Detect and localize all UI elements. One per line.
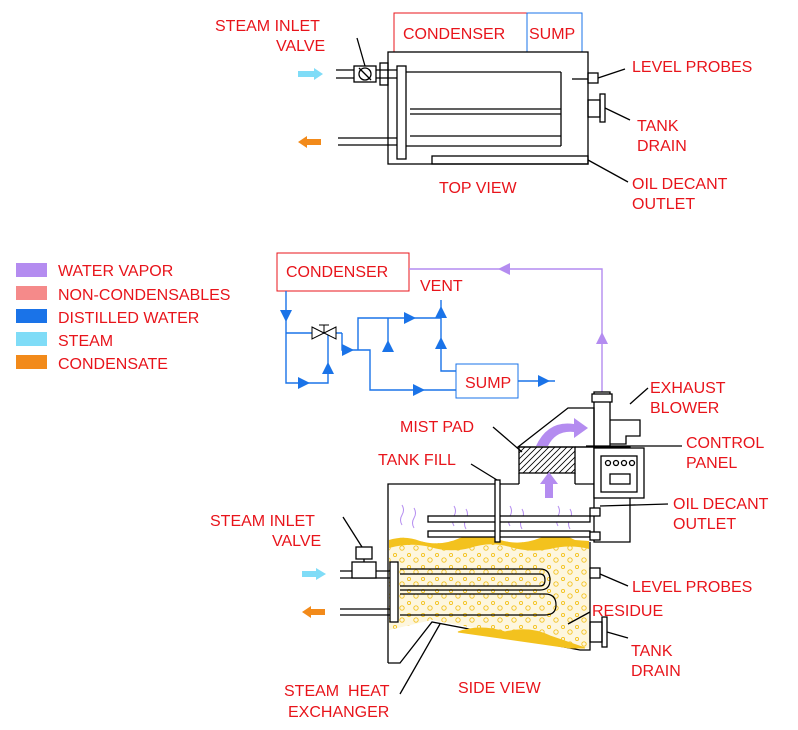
dw-arrow-5-icon bbox=[382, 340, 394, 352]
dw-arrow-4-icon bbox=[342, 344, 354, 356]
vapor-arrow-up-icon bbox=[596, 332, 608, 344]
side-view-title: SIDE VIEW bbox=[458, 680, 542, 697]
top-steam-arrow-icon bbox=[298, 68, 323, 80]
control-knob-4-icon bbox=[628, 459, 636, 467]
side-oil-decant-label-1: OIL DECANT bbox=[673, 496, 769, 513]
dw-arrow-1-icon bbox=[280, 310, 292, 322]
side-oil-decant-label-2: OUTLET bbox=[673, 516, 736, 533]
top-steam-inlet-label-2: VALVE bbox=[276, 38, 325, 55]
flow-condenser-box bbox=[276, 252, 410, 292]
dw-arrow-8-icon bbox=[435, 337, 447, 349]
flow-condenser-label: CONDENSER bbox=[286, 264, 388, 281]
side-exhaust-label-2: BLOWER bbox=[650, 400, 719, 417]
side-tank-drain-label-1: TANK bbox=[631, 643, 673, 660]
legend-label-distilled-water: DISTILLED WATER bbox=[58, 310, 199, 327]
oil-decant-pipe-upper bbox=[427, 515, 591, 523]
side-control-panel-label-2: PANEL bbox=[686, 455, 737, 472]
side-level-probes-label: LEVEL PROBES bbox=[632, 579, 752, 596]
flow-vent-label: VENT bbox=[420, 278, 463, 295]
condensate-foam bbox=[389, 535, 589, 648]
side-residue-label: RESIDUE bbox=[592, 603, 663, 620]
heat-exchanger-tubes bbox=[400, 568, 557, 616]
oil-decant-pipe-lower bbox=[427, 530, 591, 538]
flow-check-valve-icon bbox=[311, 324, 337, 340]
top-condensate-arrow-icon bbox=[298, 136, 321, 148]
legend-swatch-water-vapor bbox=[16, 263, 47, 277]
side-steam-inlet-label-1: STEAM INLET bbox=[210, 513, 315, 530]
legend-label-steam: STEAM bbox=[58, 333, 113, 350]
top-steam-inlet-label-1: STEAM INLET bbox=[215, 18, 320, 35]
top-sump-label: SUMP bbox=[529, 26, 575, 43]
control-knob-3-icon bbox=[620, 459, 628, 467]
top-steam-valve-icon bbox=[353, 65, 377, 83]
vapor-arrow-left-icon bbox=[498, 263, 510, 275]
exhaust-blower-icon bbox=[591, 393, 613, 403]
side-exhaust-label-1: EXHAUST bbox=[650, 380, 726, 397]
legend: WATER VAPOR NON-CONDENSABLES DISTILLED W… bbox=[16, 263, 230, 373]
dw-arrow-2-icon bbox=[298, 377, 310, 389]
top-condenser-label: CONDENSER bbox=[403, 26, 505, 43]
top-tank-body bbox=[387, 51, 589, 165]
dw-arrow-7-icon bbox=[435, 306, 447, 318]
side-steam-inlet-label-2: VALVE bbox=[272, 533, 321, 550]
side-heat-exchanger-label-1: STEAM HEAT bbox=[284, 683, 390, 700]
flow-schematic: CONDENSER VENT SUMP bbox=[276, 252, 608, 399]
flow-sump-label: SUMP bbox=[465, 375, 511, 392]
tank-fill-pipe bbox=[494, 479, 501, 543]
side-level-probe-icon bbox=[589, 567, 601, 579]
control-display-icon bbox=[609, 473, 631, 485]
side-heat-exchanger-label-2: EXCHANGER bbox=[288, 704, 389, 721]
top-level-probes-label: LEVEL PROBES bbox=[632, 59, 752, 76]
side-tank-drain-icon bbox=[601, 616, 608, 648]
flow-sump-box bbox=[455, 363, 519, 399]
top-oil-channel bbox=[431, 155, 589, 165]
vapor-curve-arrow-icon bbox=[536, 418, 588, 446]
legend-swatch-non-condensables bbox=[16, 286, 47, 300]
condensate-surface bbox=[389, 535, 589, 551]
dw-arrow-6-icon bbox=[404, 312, 416, 324]
legend-label-non-condensables: NON-CONDENSABLES bbox=[58, 287, 230, 304]
top-tank-drain-label-2: DRAIN bbox=[637, 138, 687, 155]
side-control-panel-label-1: CONTROL bbox=[686, 435, 764, 452]
top-view: CONDENSER SUMP STEAM INLET VALV bbox=[215, 12, 752, 213]
control-knob-1-icon bbox=[604, 459, 612, 467]
dw-arrow-3-icon bbox=[322, 362, 334, 374]
legend-swatch-condensate bbox=[16, 355, 47, 369]
side-tank-drain-label-2: DRAIN bbox=[631, 663, 681, 680]
top-tank-drain-label-1: TANK bbox=[637, 118, 679, 135]
side-view: EXHAUST BLOWER MIST PAD CONTROL PANEL TA… bbox=[210, 380, 769, 721]
top-tube-bundle bbox=[396, 65, 407, 160]
side-tank-fill-label: TANK FILL bbox=[378, 452, 456, 469]
side-mist-pad-label: MIST PAD bbox=[400, 419, 474, 436]
residue bbox=[457, 627, 586, 649]
side-steam-arrow-icon bbox=[302, 568, 326, 580]
dw-arrow-9-icon bbox=[413, 384, 425, 396]
vapor-rise-arrow-icon bbox=[540, 472, 558, 498]
control-knob-2-icon bbox=[612, 459, 620, 467]
top-level-probe-icon bbox=[587, 72, 599, 84]
side-condensate-arrow-icon bbox=[302, 606, 325, 618]
top-view-title: TOP VIEW bbox=[439, 180, 518, 197]
mist-pad bbox=[518, 446, 576, 474]
top-tank-drain-icon bbox=[599, 93, 606, 123]
top-oil-decant-label-2: OUTLET bbox=[632, 196, 695, 213]
legend-label-water-vapor: WATER VAPOR bbox=[58, 263, 173, 280]
side-steam-valve-icon bbox=[351, 546, 377, 579]
dw-arrow-10-icon bbox=[538, 375, 550, 387]
legend-label-condensate: CONDENSATE bbox=[58, 356, 168, 373]
legend-swatch-distilled-water bbox=[16, 309, 47, 323]
top-oil-decant-label-1: OIL DECANT bbox=[632, 176, 728, 193]
legend-swatch-steam bbox=[16, 332, 47, 346]
